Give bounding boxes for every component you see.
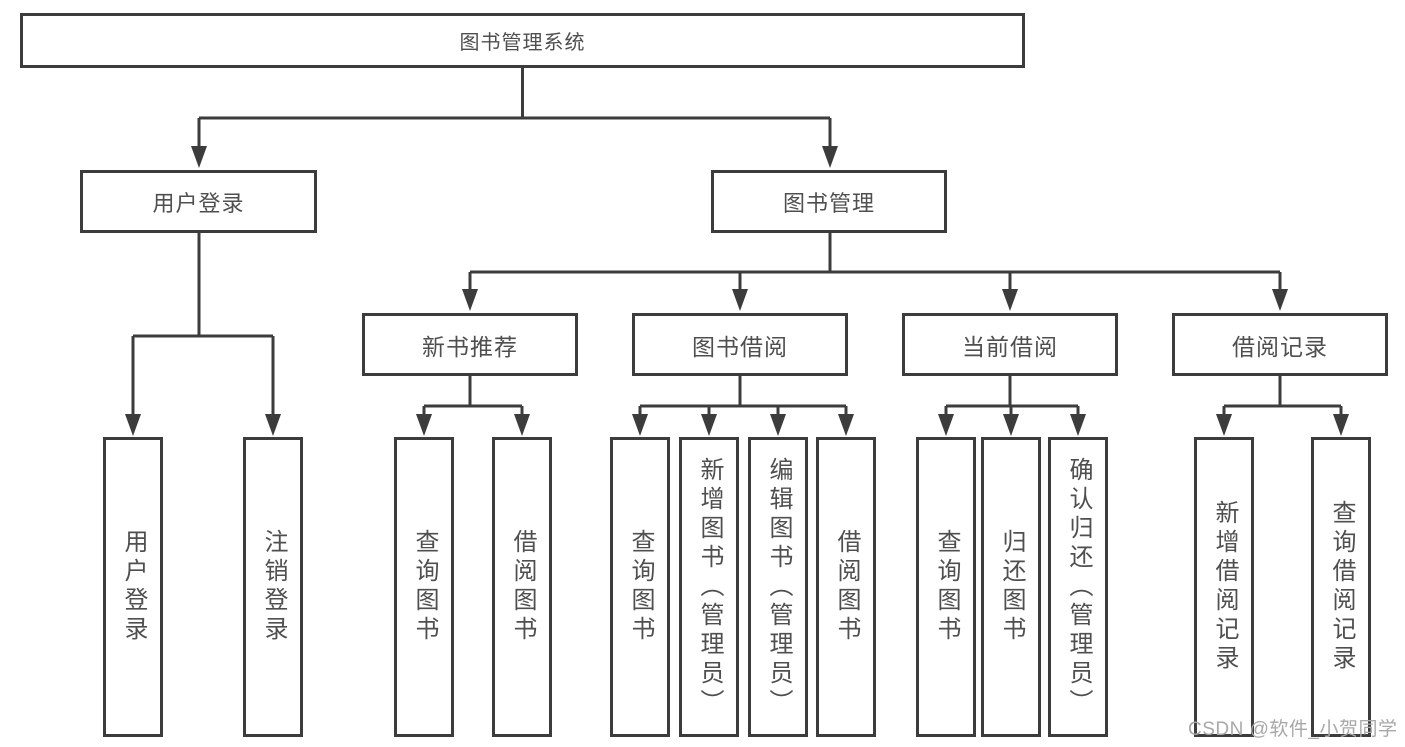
connector-userlogin-to-leaves <box>125 233 281 436</box>
node-library-system: 图书管理系统 <box>20 13 1025 68</box>
connector-root-to-level2 <box>191 68 838 168</box>
node-label: 编辑图书（管理员） <box>765 456 792 718</box>
connector-bookmgmt-to-level3 <box>462 233 1288 311</box>
node-label: 图书管理 <box>782 190 875 216</box>
node-book-borrowing: 图书借阅 <box>632 313 848 376</box>
node-new-book-recommendation: 新书推荐 <box>362 313 578 376</box>
leaf-borrow-books-borrowing: 借阅图书 <box>816 437 876 737</box>
node-label: 新书推荐 <box>422 333 518 360</box>
leaf-confirm-return-admin: 确认归还（管理员） <box>1048 437 1108 737</box>
leaf-query-borrow-record: 查询借阅记录 <box>1311 437 1371 737</box>
node-current-borrowing: 当前借阅 <box>902 313 1118 376</box>
node-label: 用户登录 <box>120 529 147 645</box>
leaf-query-books-current: 查询图书 <box>916 437 976 737</box>
leaf-query-books-recommend: 查询图书 <box>394 437 454 737</box>
node-label: 借阅记录 <box>1232 333 1328 360</box>
node-borrowing-records: 借阅记录 <box>1172 313 1388 376</box>
leaf-logout: 注销登录 <box>243 437 303 737</box>
node-label: 用户登录 <box>152 190 245 216</box>
node-label: 确认归还（管理员） <box>1065 456 1092 718</box>
leaf-edit-book-admin: 编辑图书（管理员） <box>748 437 808 737</box>
node-label: 注销登录 <box>260 529 287 645</box>
connector-records-to-leaves <box>1216 376 1349 436</box>
leaf-user-login: 用户登录 <box>103 437 163 737</box>
node-label: 图书借阅 <box>692 333 788 360</box>
csdn-watermark: CSDN @软件_小贺同学 <box>1188 719 1398 740</box>
node-user-login-branch: 用户登录 <box>80 170 317 233</box>
node-label: 当前借阅 <box>962 333 1058 360</box>
node-label: 新增图书（管理员） <box>696 456 723 718</box>
node-label: 查询图书 <box>411 529 438 645</box>
node-label: 图书管理系统 <box>459 32 586 54</box>
connector-currentborrow-to-leaves <box>938 376 1086 436</box>
node-label: 借阅图书 <box>833 529 860 645</box>
leaf-return-books: 归还图书 <box>981 437 1041 737</box>
node-label: 查询图书 <box>627 529 654 645</box>
connector-bookborrow-to-leaves <box>632 376 854 436</box>
leaf-borrow-books-recommend: 借阅图书 <box>492 437 552 737</box>
node-label: 查询借阅记录 <box>1328 500 1355 674</box>
connector-newbook-to-leaves <box>416 376 530 436</box>
leaf-add-borrow-record: 新增借阅记录 <box>1194 437 1254 737</box>
node-label: 归还图书 <box>998 529 1025 645</box>
node-label: 新增借阅记录 <box>1211 500 1238 674</box>
leaf-add-book-admin: 新增图书（管理员） <box>679 437 739 737</box>
node-label: 借阅图书 <box>509 529 536 645</box>
node-label: 查询图书 <box>933 529 960 645</box>
leaf-query-books-borrowing: 查询图书 <box>610 437 670 737</box>
node-book-management: 图书管理 <box>711 170 947 233</box>
